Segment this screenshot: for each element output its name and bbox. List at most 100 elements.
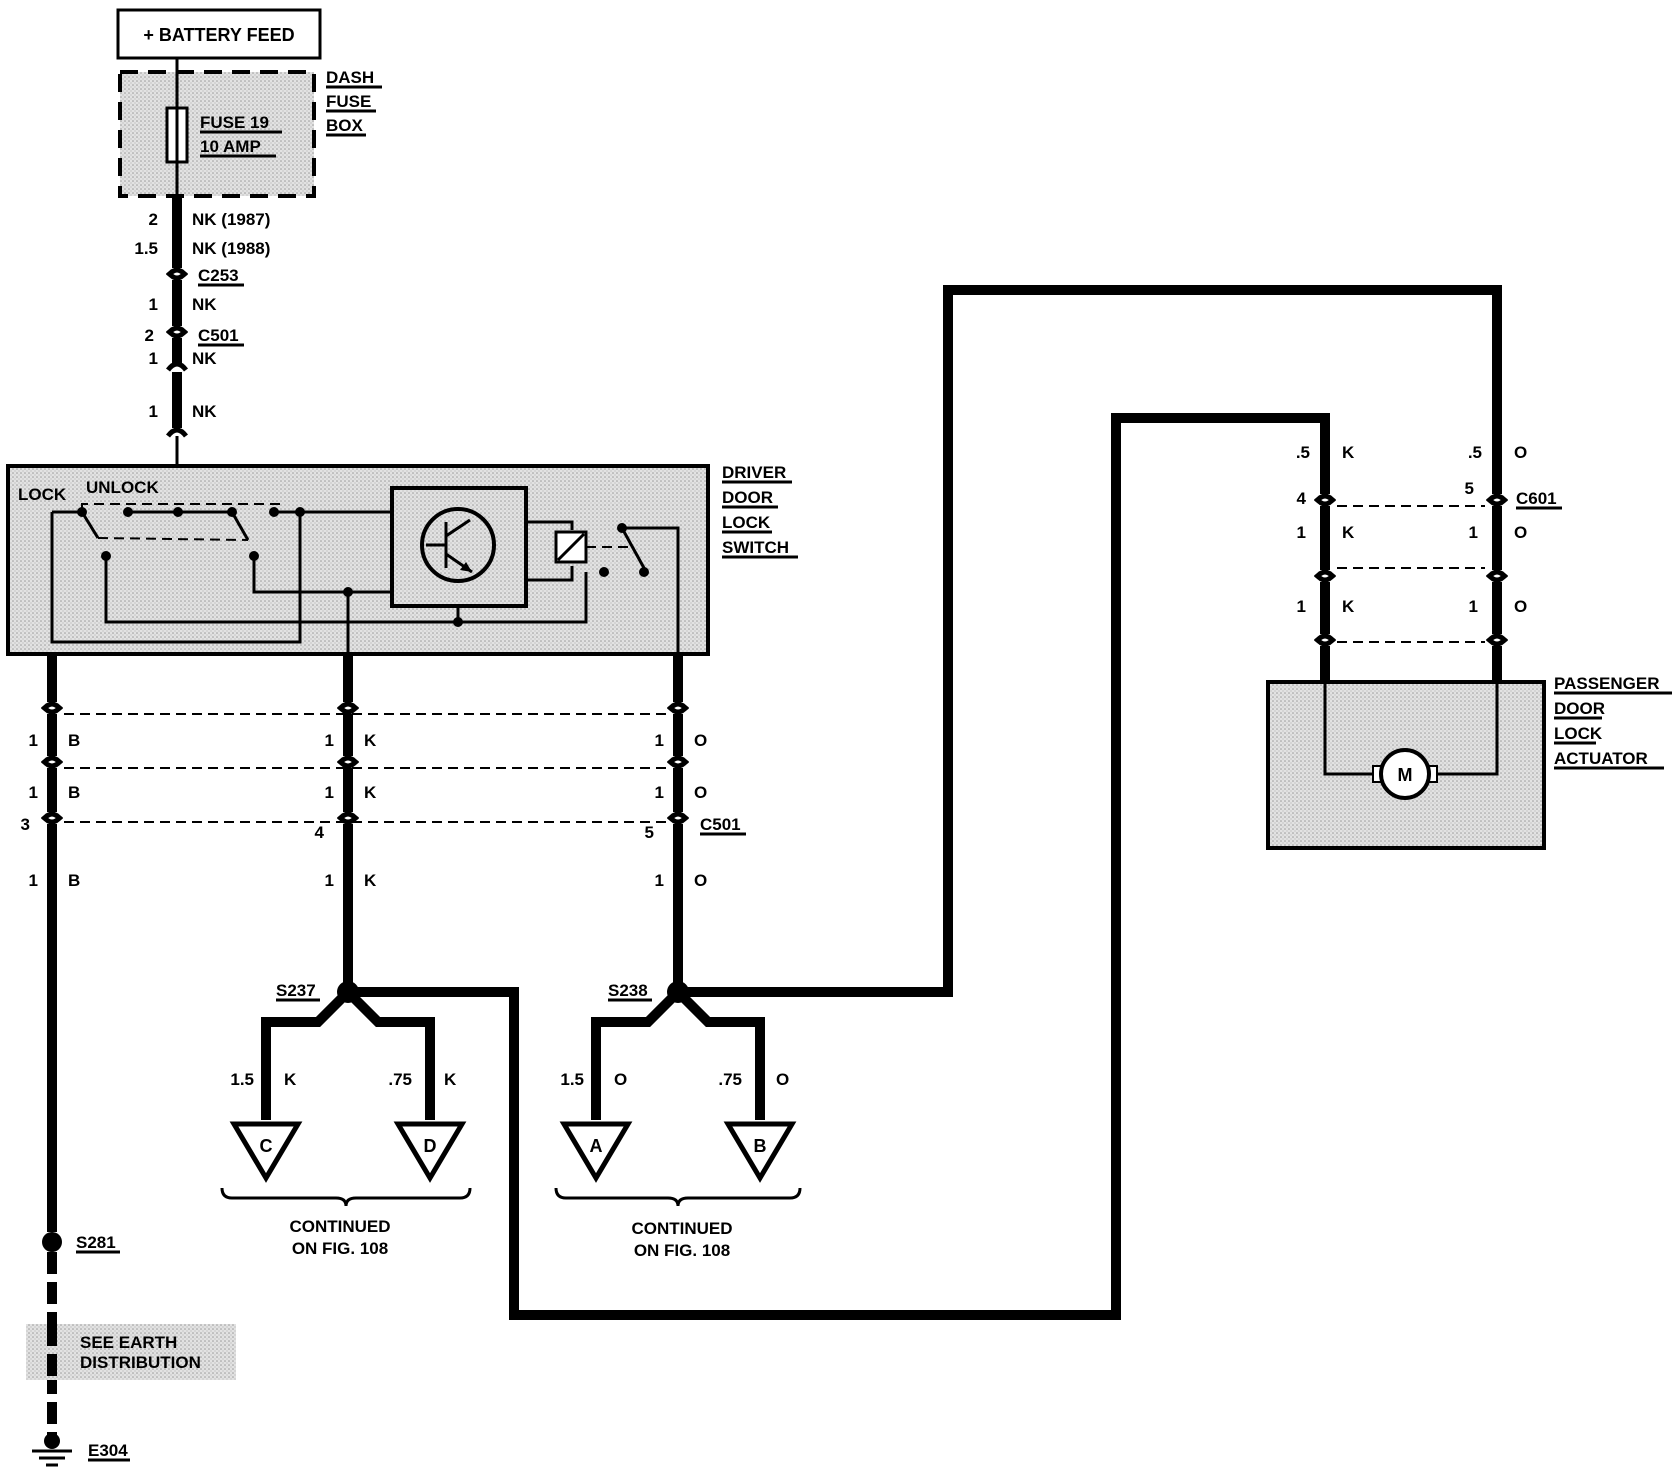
col3-pin: 5 <box>645 823 654 842</box>
s237-right-color: K <box>444 1070 457 1089</box>
dash-fuse-box <box>118 70 316 198</box>
connector-c501-pin: 2 <box>145 326 154 345</box>
switch-title-line4: SWITCH <box>722 538 789 557</box>
col1-wire2-size: 1 <box>29 783 38 802</box>
earth-note-box <box>26 1324 236 1380</box>
col3-wire1-color: O <box>694 731 707 750</box>
terminal-c <box>229 1121 303 1183</box>
switch-title-line2: DOOR <box>722 488 773 507</box>
col3-wire1-size: 1 <box>655 731 664 750</box>
switch-title-line3: LOCK <box>722 513 771 532</box>
feed-wire-5-color: NK <box>192 402 217 421</box>
pass-right-wire1-color: O <box>1514 443 1527 462</box>
switch-unlock-label: UNLOCK <box>86 478 159 497</box>
pass-left-wire2-color: K <box>1342 523 1355 542</box>
col2-wire1-size: 1 <box>325 731 334 750</box>
feed-wire-3-color: NK <box>192 295 217 314</box>
col2-wire2-size: 1 <box>325 783 334 802</box>
continued-left-line1: CONTINUED <box>289 1217 390 1236</box>
terminal-d <box>393 1121 467 1183</box>
passenger-wires <box>1316 446 1506 684</box>
motor-label: M <box>1398 765 1413 785</box>
feed-wire-4-size: 1 <box>149 349 158 368</box>
feed-wire-5-size: 1 <box>149 402 158 421</box>
earth-note-line1: SEE EARTH <box>80 1333 177 1352</box>
passenger-title-line1: PASSENGER <box>1554 674 1660 693</box>
pass-right-wire1-size: .5 <box>1468 443 1482 462</box>
col1-wire3-color: B <box>68 871 80 890</box>
passenger-title-line3: LOCK <box>1554 724 1603 743</box>
col2-wire1-color: K <box>364 731 377 750</box>
col3-wire2-size: 1 <box>655 783 664 802</box>
s238-right-color: O <box>776 1070 789 1089</box>
pass-left-wire1-size: .5 <box>1296 443 1310 462</box>
fuse-rating: 10 AMP <box>200 137 261 156</box>
motor-symbol <box>1379 748 1431 800</box>
pass-left-pin: 4 <box>1297 489 1307 508</box>
feed-wire-1-color: NK (1987) <box>192 210 270 229</box>
switch-internal-circuit <box>50 486 680 656</box>
earth-note-line2: DISTRIBUTION <box>80 1353 201 1372</box>
col1-wire1-color: B <box>68 731 80 750</box>
col3-wire2-color: O <box>694 783 707 802</box>
col1-wire1-size: 1 <box>29 731 38 750</box>
terminal-a <box>559 1121 633 1183</box>
col1-wire2-color: B <box>68 783 80 802</box>
col2-wire2-color: K <box>364 783 377 802</box>
col3-wire3-color: O <box>694 871 707 890</box>
dash-fuse-box-line3: BOX <box>326 116 364 135</box>
s238-left-color: O <box>614 1070 627 1089</box>
switch-title-line1: DRIVER <box>722 463 786 482</box>
lower-wires <box>43 656 687 1232</box>
splice-s237 <box>261 413 1330 1320</box>
pass-left-wire1-color: K <box>1342 443 1355 462</box>
pass-left-wire3-color: K <box>1342 597 1355 616</box>
ground-e304-label: E304 <box>88 1441 128 1460</box>
splice-s237-label: S237 <box>276 981 316 1000</box>
s238-right-size: .75 <box>718 1070 742 1089</box>
terminal-a-label: A <box>590 1136 603 1156</box>
dash-fuse-box-line1: DASH <box>326 68 374 87</box>
splice-s281-label: S281 <box>76 1233 116 1252</box>
col3-wire3-size: 1 <box>655 871 664 890</box>
pass-right-wire3-color: O <box>1514 597 1527 616</box>
connector-c501-lower: C501 <box>700 815 741 834</box>
splice-s238 <box>591 285 1502 1120</box>
terminal-d-label: D <box>424 1136 437 1156</box>
feed-wire-1-size: 2 <box>149 210 158 229</box>
pass-right-wire3-size: 1 <box>1469 597 1478 616</box>
connector-c501-top: C501 <box>198 326 239 345</box>
col2-pin: 4 <box>315 823 325 842</box>
continued-right-line1: CONTINUED <box>631 1219 732 1238</box>
fuse-name: FUSE 19 <box>200 113 269 132</box>
pass-left-wire3-size: 1 <box>1297 597 1306 616</box>
continued-left-line2: ON FIG. 108 <box>292 1239 388 1258</box>
connector-c601-label: C601 <box>1516 489 1557 508</box>
s237-right-size: .75 <box>388 1070 412 1089</box>
pass-right-wire2-color: O <box>1514 523 1527 542</box>
terminal-b-label: B <box>754 1136 767 1156</box>
s237-left-size: 1.5 <box>230 1070 254 1089</box>
splice-s238-label: S238 <box>608 981 648 1000</box>
col2-wire3-size: 1 <box>325 871 334 890</box>
feed-wire-2-size: 1.5 <box>134 239 158 258</box>
feed-wire-3-size: 1 <box>149 295 158 314</box>
s237-left-color: K <box>284 1070 297 1089</box>
col1-wire3-size: 1 <box>29 871 38 890</box>
pass-right-wire2-size: 1 <box>1469 523 1478 542</box>
pass-right-pin: 5 <box>1465 479 1474 498</box>
continued-brace-right <box>554 1187 802 1207</box>
terminal-c-label: C <box>260 1136 273 1156</box>
feed-wire-2-color: NK (1988) <box>192 239 270 258</box>
s238-left-size: 1.5 <box>560 1070 584 1089</box>
pass-left-wire2-size: 1 <box>1297 523 1306 542</box>
feed-wire-4-color: NK <box>192 349 217 368</box>
dash-fuse-box-line2: FUSE <box>326 92 371 111</box>
connector-c253: C253 <box>198 266 239 285</box>
switch-lock-label: LOCK <box>18 485 67 504</box>
continued-right-line2: ON FIG. 108 <box>634 1241 730 1260</box>
col1-pin: 3 <box>21 815 30 834</box>
continued-brace-left <box>220 1187 472 1207</box>
battery-feed-box <box>116 8 322 60</box>
